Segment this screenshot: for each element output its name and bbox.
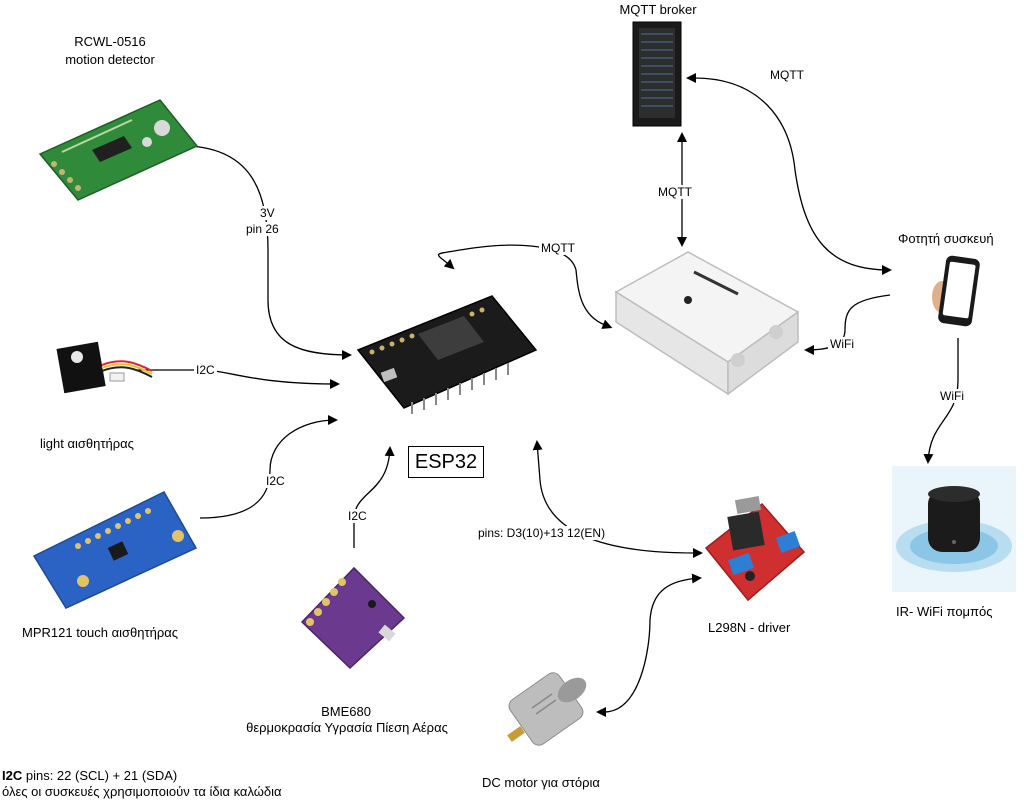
edge-bme680-esp32 <box>353 446 395 548</box>
bme680-board-image <box>300 566 406 670</box>
l298n-label: L298N - driver <box>708 620 791 635</box>
edge-label-sonoff-mqtt: MQTT <box>539 241 577 255</box>
esp32-label: ESP32 <box>408 446 484 478</box>
sonoff-switch-image <box>614 251 800 396</box>
smartphone-icon <box>932 255 980 327</box>
edge-mpr121-esp32 <box>199 415 338 519</box>
light-sensor-image <box>56 341 153 394</box>
light-sensor-label: light αισθητήρας <box>40 436 134 451</box>
bme680-subtitle: θερμοκρασία Υγρασία Πίεση Αέρας <box>246 720 448 735</box>
edge-phone-sonoff <box>804 294 891 355</box>
motor-label: DC motor για στόρια <box>482 775 600 790</box>
edge-light-esp32 <box>138 369 340 389</box>
edge-label-rcwl-pin: pin 26 <box>244 222 281 236</box>
bme680-title: BME680 <box>321 704 371 719</box>
dc-motor-image <box>507 672 587 746</box>
rcwl-title: RCWL-0516 <box>74 34 146 49</box>
mpr121-board-image <box>32 491 198 609</box>
edge-label-broker-sonoff-mqtt: MQTT <box>656 185 694 199</box>
esp32-board-image <box>356 295 538 414</box>
edge-label-broker-phone-mqtt: MQTT <box>768 68 806 82</box>
mpr121-label: MPR121 touch αισθητήρας <box>22 625 179 640</box>
rcwl-board-image <box>38 99 199 201</box>
edge-label-l298n-pins: pins: D3(10)+13 12(EN) <box>476 526 608 540</box>
footnote-i2c-pins: I2C pins: 22 (SCL) + 21 (SDA) <box>2 768 177 784</box>
edge-label-mpr-i2c: I2C <box>264 474 287 488</box>
edge-label-rcwl-3v: 3V <box>258 206 277 220</box>
l298n-driver-image <box>704 496 806 602</box>
edge-motor-l298n <box>596 573 702 717</box>
ir-blaster-label: IR- WiFi πομπός <box>896 604 993 619</box>
edge-label-bme-i2c: I2C <box>346 509 369 523</box>
edge-label-phone-ir-wifi: WiFi <box>938 389 966 403</box>
rcwl-subtitle: motion detector <box>65 52 155 67</box>
edge-broker-phone <box>686 73 892 275</box>
ir-blaster-image <box>892 466 1016 592</box>
edge-phone-ir <box>923 338 959 464</box>
footnote-shared-wires: όλες οι συσκευές χρησιμοποιούν τα ίδια κ… <box>2 784 282 799</box>
edge-label-light-i2c: I2C <box>194 363 217 377</box>
phone-label: Φοτητή συσκευή <box>898 231 994 246</box>
edge-rcwl-esp32 <box>189 145 352 360</box>
edge-label-phone-sonoff-wifi: WiFi <box>828 337 856 351</box>
footnote-i2c-bold: I2C <box>2 768 23 783</box>
mqtt-broker-label: MQTT broker <box>619 2 697 17</box>
server-rack-icon <box>632 21 682 127</box>
footnote-i2c-rest: pins: 22 (SCL) + 21 (SDA) <box>22 768 178 783</box>
